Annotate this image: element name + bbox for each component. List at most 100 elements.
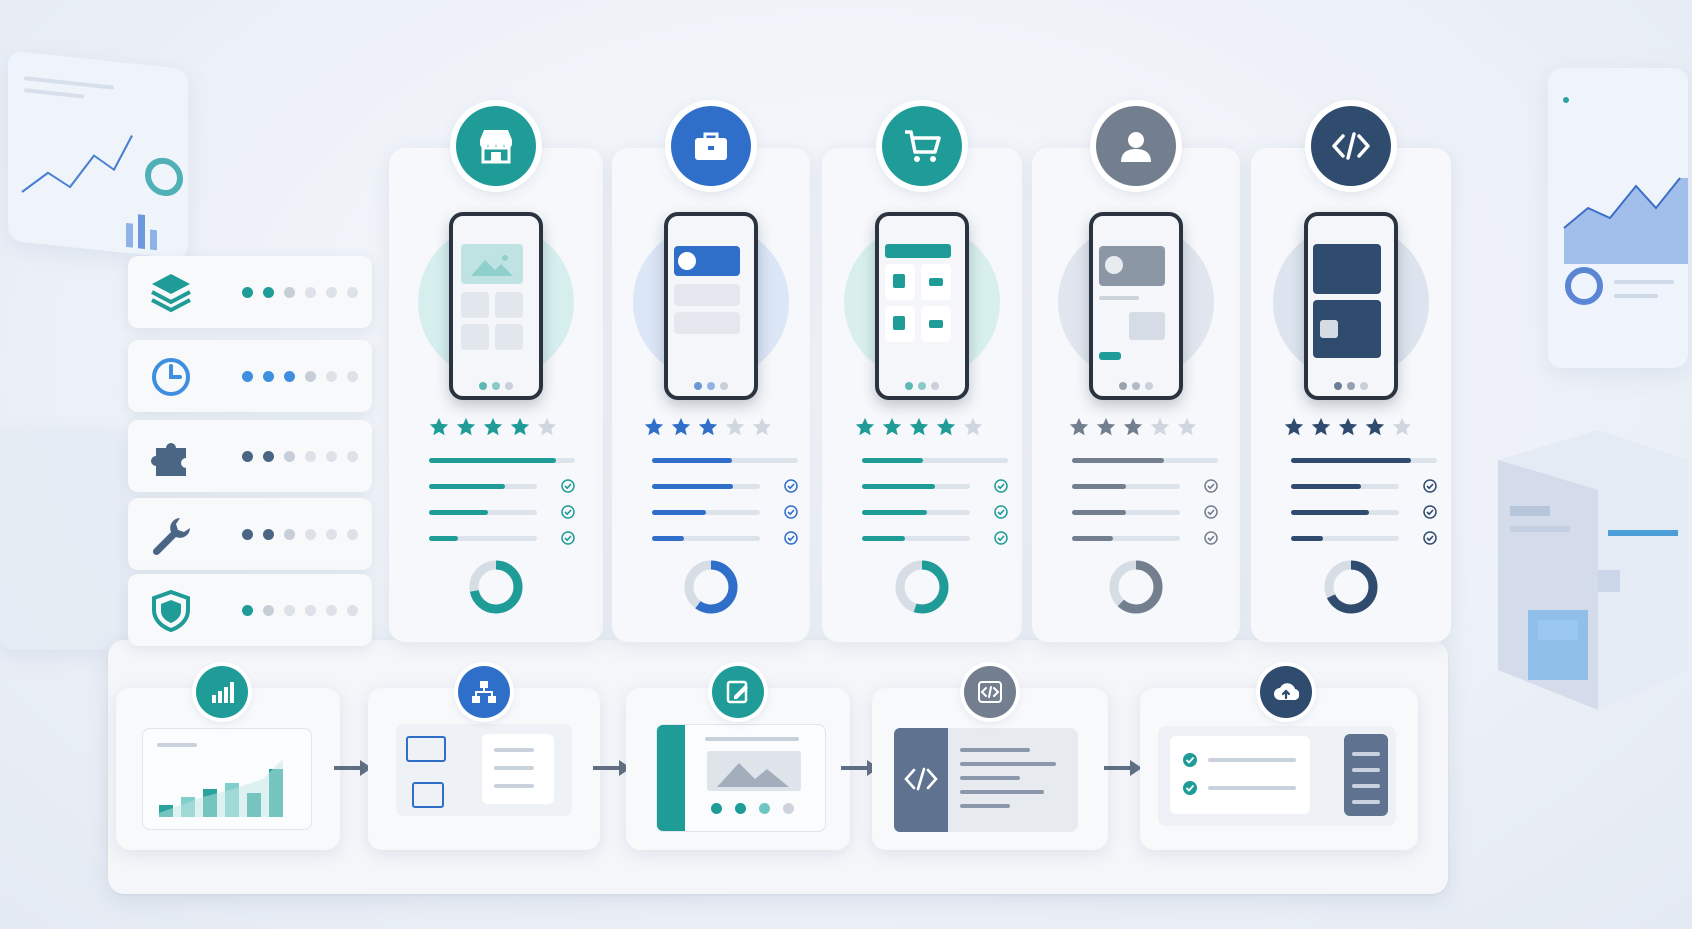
app-category-badge[interactable] — [1096, 106, 1176, 186]
progress-dot — [326, 371, 337, 382]
code-brackets-icon — [904, 767, 938, 791]
feature-row[interactable] — [128, 256, 372, 328]
arrow-right-icon — [334, 760, 372, 776]
analytics-icon — [212, 682, 234, 703]
metric-bar — [1072, 484, 1180, 489]
layers-icon — [151, 274, 191, 313]
progress-dot — [284, 529, 295, 540]
star-icon — [855, 417, 875, 436]
metric-bar-fill — [862, 458, 924, 463]
phone-mockup — [664, 212, 758, 400]
metric-bar-fill — [652, 510, 706, 515]
star-icon — [882, 417, 902, 436]
metric-bar-fill — [429, 458, 557, 463]
check-icon — [1204, 531, 1218, 545]
progress-dot — [242, 451, 253, 462]
app-column-card[interactable] — [612, 148, 810, 642]
progress-dot — [284, 451, 295, 462]
pipeline-step-badge — [1260, 666, 1312, 718]
phone-mockup — [449, 212, 543, 400]
code-icon — [1332, 132, 1370, 160]
metric-bar — [1072, 458, 1218, 463]
pipeline-step[interactable] — [368, 688, 600, 850]
metric-bar — [429, 458, 575, 463]
briefcase-icon — [695, 132, 727, 160]
metric-bar — [1072, 510, 1180, 515]
app-column-card[interactable] — [1032, 148, 1240, 642]
phone-mockup — [875, 212, 969, 400]
app-column-card[interactable] — [1251, 148, 1451, 642]
metric-bar-fill — [1291, 510, 1369, 515]
progress-dot — [242, 287, 253, 298]
background-analytics-panel-right — [1548, 68, 1688, 368]
progress-dot — [305, 287, 316, 298]
progress-dot — [263, 605, 274, 616]
background-panel-left-lower — [0, 430, 120, 650]
pipeline-step-badge — [712, 666, 764, 718]
arrow-right-icon — [1104, 760, 1142, 776]
metric-bar-fill — [429, 510, 489, 515]
star-icon — [963, 417, 983, 436]
metric-bar-fill — [1291, 484, 1362, 489]
app-category-badge[interactable] — [882, 106, 962, 186]
code-window-icon — [978, 681, 1002, 703]
app-column-card[interactable] — [389, 148, 603, 642]
metric-bar — [652, 536, 760, 541]
metric-bar — [652, 484, 760, 489]
app-category-badge[interactable] — [456, 106, 536, 186]
pipeline-step-badge — [458, 666, 510, 718]
donut-chart — [895, 560, 949, 614]
progress-dot — [305, 529, 316, 540]
check-icon — [561, 531, 575, 545]
star-icon — [1123, 417, 1143, 436]
star-icon — [1096, 417, 1116, 436]
progress-dot — [284, 371, 295, 382]
star-rating — [854, 416, 984, 438]
bar-chart-graphic — [159, 759, 283, 817]
metric-bar-fill — [1072, 536, 1114, 541]
feature-row[interactable] — [128, 574, 372, 646]
progress-dot — [284, 287, 295, 298]
app-category-badge[interactable] — [671, 106, 751, 186]
metric-bar — [862, 458, 1008, 463]
star-icon — [483, 417, 503, 436]
progress-dot — [326, 287, 337, 298]
donut-chart — [1324, 560, 1378, 614]
metric-bar-fill — [1291, 536, 1324, 541]
metric-bar-fill — [1072, 458, 1164, 463]
check-icon — [1204, 479, 1218, 493]
feature-row[interactable] — [128, 420, 372, 492]
check-icon — [1423, 505, 1437, 519]
feature-row[interactable] — [128, 340, 372, 412]
progress-dot — [242, 371, 253, 382]
check-icon — [994, 505, 1008, 519]
phone-mockup — [1089, 212, 1183, 400]
progress-dot — [326, 605, 337, 616]
progress-dot — [347, 371, 358, 382]
metric-bar-fill — [1291, 458, 1411, 463]
star-icon — [456, 417, 476, 436]
progress-dot — [347, 605, 358, 616]
app-category-badge[interactable] — [1311, 106, 1391, 186]
metric-bar-fill — [862, 484, 936, 489]
pipeline-step-badge — [196, 666, 248, 718]
image-placeholder-icon — [717, 763, 789, 787]
metric-bar — [652, 510, 760, 515]
metric-bar — [862, 510, 970, 515]
cloud-upload-icon — [1274, 683, 1299, 701]
check-icon — [1423, 531, 1437, 545]
app-column-card[interactable] — [822, 148, 1022, 642]
feature-row[interactable] — [128, 498, 372, 570]
metric-bar — [862, 536, 970, 541]
star-icon — [1311, 417, 1331, 436]
progress-dot — [263, 529, 274, 540]
check-icon — [1423, 479, 1437, 493]
star-rating — [1068, 416, 1198, 438]
star-icon — [671, 417, 691, 436]
progress-dot — [263, 371, 274, 382]
metric-bar-fill — [429, 484, 505, 489]
progress-dot — [347, 287, 358, 298]
metric-bar-fill — [652, 458, 733, 463]
star-rating — [643, 416, 773, 438]
star-icon — [537, 417, 557, 436]
